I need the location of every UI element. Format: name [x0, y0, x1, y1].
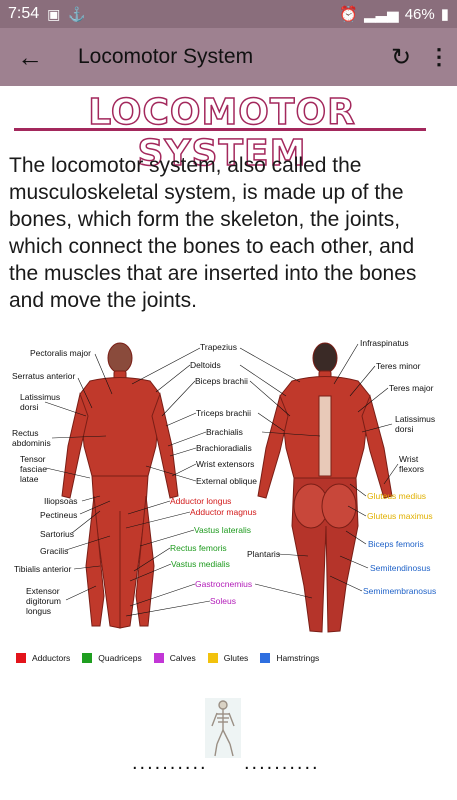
label-vastus-lateralis: Vastus lateralis — [194, 525, 252, 535]
label-semitendinosus: Semitendinosus — [370, 563, 431, 573]
skeleton-icon — [205, 698, 241, 758]
label-sartorius: Sartorius — [40, 529, 75, 539]
label-biceps-femoris: Biceps femoris — [368, 539, 424, 549]
section-heading: LOCOMOTOR SYSTEM — [87, 91, 356, 175]
label-wrist-extensors: Wrist extensors — [196, 459, 255, 469]
battery-icon: ▮ — [440, 6, 449, 23]
label-brachialis: Brachialis — [206, 427, 243, 437]
legend-label: Hamstrings — [276, 653, 320, 663]
dots-left: .......... — [132, 752, 208, 774]
muscle-diagram: Pectoralis major Serratus anterior Latis… — [0, 336, 457, 676]
label-serratus-anterior: Serratus anterior — [12, 371, 76, 381]
legend-swatch — [82, 653, 93, 663]
label-gluteus-maximus: Gluteus maximus — [367, 511, 433, 521]
label-triceps-brachii: Triceps brachii — [196, 408, 251, 418]
label-gluteus-medius: Gluteus medius — [367, 491, 427, 501]
legend-swatch — [260, 653, 271, 663]
status-bar: 7:54 ▣ ⚓ ⏰ ▂▃▅ 46% ▮ — [0, 0, 457, 28]
legend-swatch — [16, 653, 26, 663]
label-plantaris: Plantaris — [247, 549, 281, 559]
legend-item-adductors: Adductors — [16, 653, 70, 663]
label-trapezius: Trapezius — [200, 342, 238, 352]
alarm-icon: ⏰ — [339, 6, 359, 23]
label-wrist-flexors: Wrist flexors — [399, 454, 425, 474]
label-latissimus-dorsi-back: Latissimus dorsi — [395, 414, 436, 434]
refresh-icon[interactable]: ↻ — [390, 43, 412, 71]
label-infraspinatus: Infraspinatus — [360, 338, 409, 348]
status-time: 7:54 — [8, 5, 40, 22]
label-external-oblique: External oblique — [196, 476, 257, 486]
label-tibialis-anterior: Tibialis anterior — [14, 564, 72, 574]
heading-underline — [14, 128, 426, 131]
legend-item-calves: Calves — [153, 653, 196, 663]
legend-label: Quadriceps — [98, 653, 142, 663]
label-adductor-longus: Adductor longus — [170, 496, 232, 506]
legend-label: Calves — [169, 653, 196, 663]
status-right: ⏰ ▂▃▅ 46% ▮ — [339, 5, 449, 24]
label-leader-lines — [44, 343, 399, 617]
back-body-figure — [257, 342, 393, 633]
battery-text: 46% — [404, 5, 435, 23]
muscle-figures — [44, 342, 399, 633]
signal-icon: ▂▃▅ — [364, 6, 399, 23]
label-pectoralis-major: Pectoralis major — [30, 348, 91, 358]
label-latissimus-dorsi-front: Latissimus dorsi — [20, 392, 61, 412]
label-tensor-fasciae-latae: Tensor fasciae latae — [20, 454, 47, 484]
dots-right: .......... — [244, 752, 320, 774]
calendar-icon: ▣ — [47, 5, 61, 22]
legend-swatch — [207, 653, 218, 663]
label-deltoids: Deltoids — [190, 360, 221, 370]
legend-swatch — [153, 653, 164, 663]
legend-label: Adductors — [32, 653, 71, 663]
legend-item-glutes: Glutes — [207, 653, 249, 663]
back-arrow-icon[interactable]: ← — [17, 41, 43, 72]
legend-label: Glutes — [223, 653, 249, 663]
legend-item-quadriceps: Quadriceps — [82, 653, 142, 663]
usb-icon: ⚓ — [68, 5, 86, 22]
description-text: The locomotor system, also called the mu… — [9, 154, 417, 312]
label-rectus-abdominis: Rectus abdominis — [12, 428, 51, 448]
label-soleus: Soleus — [210, 596, 236, 606]
label-adductor-magnus: Adductor magnus — [190, 507, 257, 517]
label-gracilis: Gracilis — [40, 546, 69, 556]
label-teres-minor: Teres minor — [376, 361, 421, 371]
legend-item-hamstrings: Hamstrings — [260, 653, 319, 663]
page-title: Locomotor System — [78, 45, 254, 68]
content-area[interactable]: LOCOMOTOR SYSTEM The locomotor system, a… — [0, 86, 457, 800]
label-semimembranosus: Semimembranosus — [363, 586, 437, 596]
label-teres-major: Teres major — [389, 383, 434, 393]
label-pectineus: Pectineus — [40, 510, 78, 520]
label-vastus-medialis: Vastus medialis — [171, 559, 230, 569]
label-brachioradialis: Brachioradialis — [196, 443, 252, 453]
label-biceps-brachii: Biceps brachii — [195, 376, 248, 386]
label-extensor-digitorum-longus: Extensor digitorum longus — [26, 586, 61, 616]
front-body-figure — [61, 342, 179, 629]
label-gastrocnemius: Gastrocnemius — [195, 579, 253, 589]
label-iliopsoas: Iliopsoas — [44, 496, 78, 506]
app-bar: ← Locomotor System ↻ ⋮ — [0, 28, 457, 86]
more-options-icon[interactable]: ⋮ — [428, 44, 450, 69]
muscle-legend: Adductors Quadriceps Calves Glutes Hamst… — [16, 653, 331, 663]
label-rectus-femoris: Rectus femoris — [170, 543, 227, 553]
